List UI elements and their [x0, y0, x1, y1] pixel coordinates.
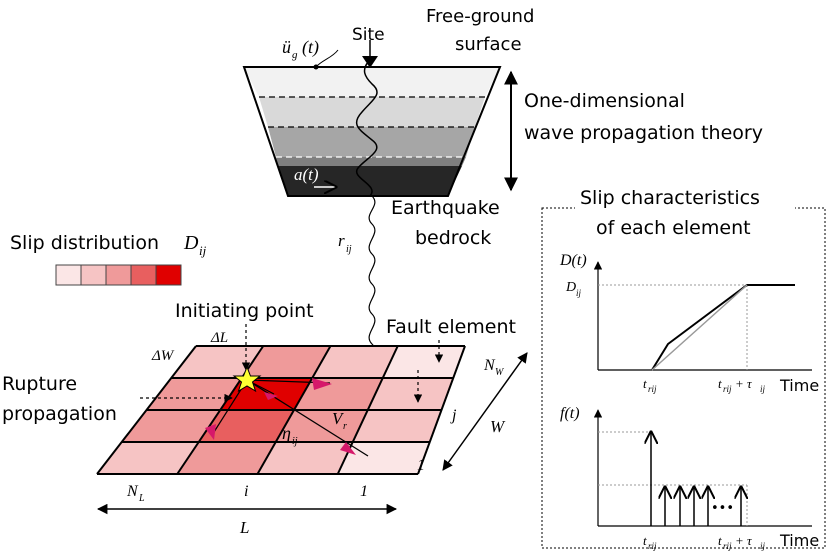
ft-time-label: Time: [779, 531, 819, 550]
rupture-arrowhead-4: [264, 392, 278, 400]
slip-scale-cell: [80, 264, 107, 286]
Dt-tplus-sub-label: rij: [723, 384, 732, 394]
fault-element-cell: [241, 346, 331, 378]
Dt-curve-exact: [651, 284, 795, 371]
Vr-label: V: [332, 409, 345, 428]
ft-trij-label: t: [643, 533, 647, 548]
Vr-sub-label: r: [343, 421, 347, 432]
Dt-tplus-tau-sub-label: ij: [760, 384, 766, 394]
fault-element-cell: [337, 442, 430, 474]
L-label: L: [239, 518, 249, 537]
j-label: j: [450, 407, 457, 424]
ug-arg-label: (t): [302, 37, 319, 58]
Dt-curve-linear: [651, 284, 748, 371]
ug-sub-label: g: [292, 49, 298, 61]
Dt-level-sub-label: ij: [576, 288, 582, 298]
fault-element-cell: [352, 410, 442, 442]
Dt-tplus-label: t: [718, 376, 722, 391]
slip-scale-cell: [130, 264, 157, 286]
ft-trij-sub-label: rij: [648, 541, 657, 551]
fault-element-cell: [97, 442, 199, 474]
free-ground-label-2: surface: [455, 34, 522, 55]
fault-element-cell: [146, 378, 242, 410]
Dt-tplus-tau-label: + τ: [735, 376, 753, 391]
soil-column: a(t): [242, 61, 502, 197]
ft-tplus-tau-label: + τ: [735, 533, 753, 548]
Dt-level-label: D: [565, 280, 576, 295]
fault-element-cell: [367, 378, 454, 410]
ft-tplus-sub-label: rij: [723, 541, 732, 551]
ft-tplus-label: t: [718, 533, 722, 548]
eta-sub-label: ij: [292, 436, 298, 447]
NL-label: N: [126, 483, 139, 500]
soil-layer-4: [276, 157, 466, 166]
slip-scale-cell: [155, 264, 182, 286]
Dij-sub-label: ij: [199, 243, 207, 258]
panel-title-2: of each element: [596, 217, 751, 239]
rupture-label-1: Rupture: [2, 373, 77, 395]
W-arrow: [442, 352, 528, 471]
dL-label: ΔL: [210, 330, 228, 346]
Dt-time-label: Time: [779, 376, 819, 395]
earthquake-label-1: Earthquake: [391, 197, 500, 219]
ug-label-group: ü g (t): [282, 37, 339, 70]
site-label: Site: [352, 25, 385, 45]
rupture-label-2: propagation: [2, 403, 117, 425]
slip-legend: Slip distribution D ij: [10, 232, 207, 286]
soil-layer-1: [244, 67, 500, 97]
Dt-trij-sub-label: rij: [648, 384, 657, 394]
fault-element-cell: [275, 410, 368, 442]
ug-label: ü: [282, 37, 291, 57]
site-triangle-icon: [362, 56, 378, 68]
free-ground-label-1: Free-ground: [426, 6, 534, 27]
rupture-arrowhead-3: [205, 424, 216, 440]
one-dim-label-2: wave propagation theory: [524, 122, 763, 144]
one-dim-label-1: One-dimensional: [524, 90, 685, 112]
slip-scale: [55, 264, 182, 286]
slip-characteristics-panel: Slip characteristics of each element D(t…: [541, 187, 826, 551]
fault-element-cell: [171, 346, 264, 378]
slip-dist-label: Slip distribution: [10, 232, 159, 254]
rij-label: r: [338, 231, 345, 250]
a-t-label: a(t): [294, 165, 319, 184]
NW-sub-label: W: [495, 367, 505, 378]
Dt-axis-label: D(t): [559, 252, 587, 269]
eta-label: η: [282, 423, 291, 443]
soil-outline: [242, 66, 502, 197]
i-label: i: [244, 483, 248, 500]
initiating-point-label: Initiating point: [175, 300, 314, 322]
initiating-point-star-icon: [232, 365, 262, 393]
fault-element-cell: [177, 442, 276, 474]
NL-sub-label: L: [138, 493, 145, 504]
soil-layer-3: [268, 127, 475, 157]
Dt-trij-label: t: [643, 376, 647, 391]
rupture-ray-eta: [246, 379, 369, 457]
site-marker: Site: [352, 25, 385, 68]
rupture-arrowhead-1: [340, 442, 356, 455]
earthquake-label-2: bedrock: [415, 227, 491, 249]
fault-element-label: Fault element: [386, 316, 516, 338]
one-label-right: 1: [417, 457, 425, 474]
fault-element-cell: [257, 442, 353, 474]
slip-scale-cell: [105, 264, 132, 286]
W-label: W: [490, 417, 506, 436]
ft-axis-label: f(t): [560, 405, 580, 422]
slip-scale-cell: [55, 264, 82, 286]
impulse-dots: •••: [711, 501, 734, 516]
one-label-bottom: 1: [360, 483, 368, 500]
soil-layer-2: [259, 97, 485, 127]
dW-label: ΔW: [151, 348, 175, 364]
fault-element-cell: [312, 346, 398, 378]
rupture-arrowhead-2: [312, 378, 332, 390]
fault-element-cell: [121, 410, 221, 442]
ft-tplus-tau-sub-label: ij: [760, 541, 766, 551]
panel-title-1: Slip characteristics: [580, 187, 760, 209]
Dij-label: D: [183, 232, 199, 254]
rij-sub-label: ij: [346, 244, 352, 255]
wave-in-column: [355, 61, 378, 197]
